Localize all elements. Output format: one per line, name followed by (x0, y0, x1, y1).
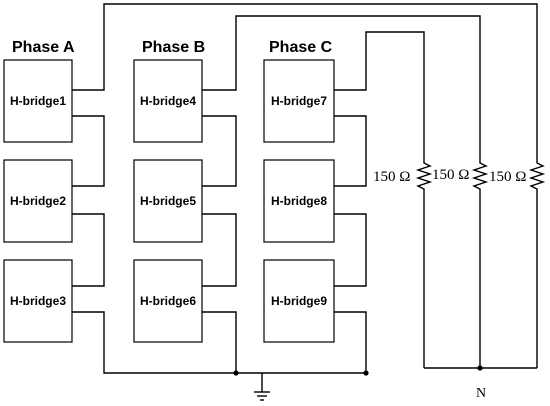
h-bridge-2-label: H-bridge2 (10, 194, 66, 208)
h-bridge-6-box (133, 259, 203, 343)
phase-c-link-7-8 (334, 115, 367, 187)
h-bridge-4-label: H-bridge4 (140, 94, 196, 108)
resistor-1-label: 150 Ω (373, 169, 410, 185)
phase-c-title: Phase C (269, 39, 333, 56)
phase-b-output-wire (202, 15, 481, 160)
h-bridge-1-label: H-bridge1 (10, 94, 66, 108)
h-bridge-9-box (263, 259, 335, 343)
neutral-label: N (476, 386, 486, 401)
h-bridge-1-box (3, 59, 73, 143)
phase-b-bottom-wire (202, 311, 237, 373)
h-bridge-3-box (3, 259, 73, 343)
junction-dot-b (233, 370, 239, 376)
phase-c-output-wire (334, 31, 425, 160)
phase-b-link-5-6 (202, 213, 237, 287)
resistor-2-label: 150 Ω (432, 167, 469, 183)
h-bridge-7-box (263, 59, 335, 143)
h-bridge-6-label: H-bridge6 (140, 294, 196, 308)
ground-icon (254, 391, 270, 401)
phase-b-title: Phase B (142, 39, 205, 56)
phase-a-link-1-2 (72, 115, 105, 187)
phase-c-link-8-9 (334, 213, 367, 287)
phase-a-output-wire (72, 3, 538, 160)
resistor-1-symbol (415, 160, 433, 192)
h-bridge-2-box (3, 159, 73, 243)
h-bridge-7-label: H-bridge7 (271, 94, 327, 108)
neutral-junction-dot (477, 365, 483, 371)
resistor-3-symbol (528, 160, 546, 192)
h-bridge-9-label: H-bridge9 (271, 294, 327, 308)
h-bridge-8-label: H-bridge8 (271, 194, 327, 208)
phase-c-bottom-wire (334, 311, 367, 373)
resistor-2-symbol (471, 160, 489, 192)
junction-dot-c (363, 370, 369, 376)
h-bridge-4-box (133, 59, 203, 143)
phase-b-link-4-5 (202, 115, 237, 187)
h-bridge-3-label: H-bridge3 (10, 294, 66, 308)
phase-a-link-2-3 (72, 213, 105, 287)
h-bridge-5-label: H-bridge5 (140, 194, 196, 208)
phase-a-title: Phase A (12, 39, 75, 56)
resistor-3-label: 150 Ω (489, 169, 526, 185)
h-bridge-5-box (133, 159, 203, 243)
h-bridge-8-box (263, 159, 335, 243)
